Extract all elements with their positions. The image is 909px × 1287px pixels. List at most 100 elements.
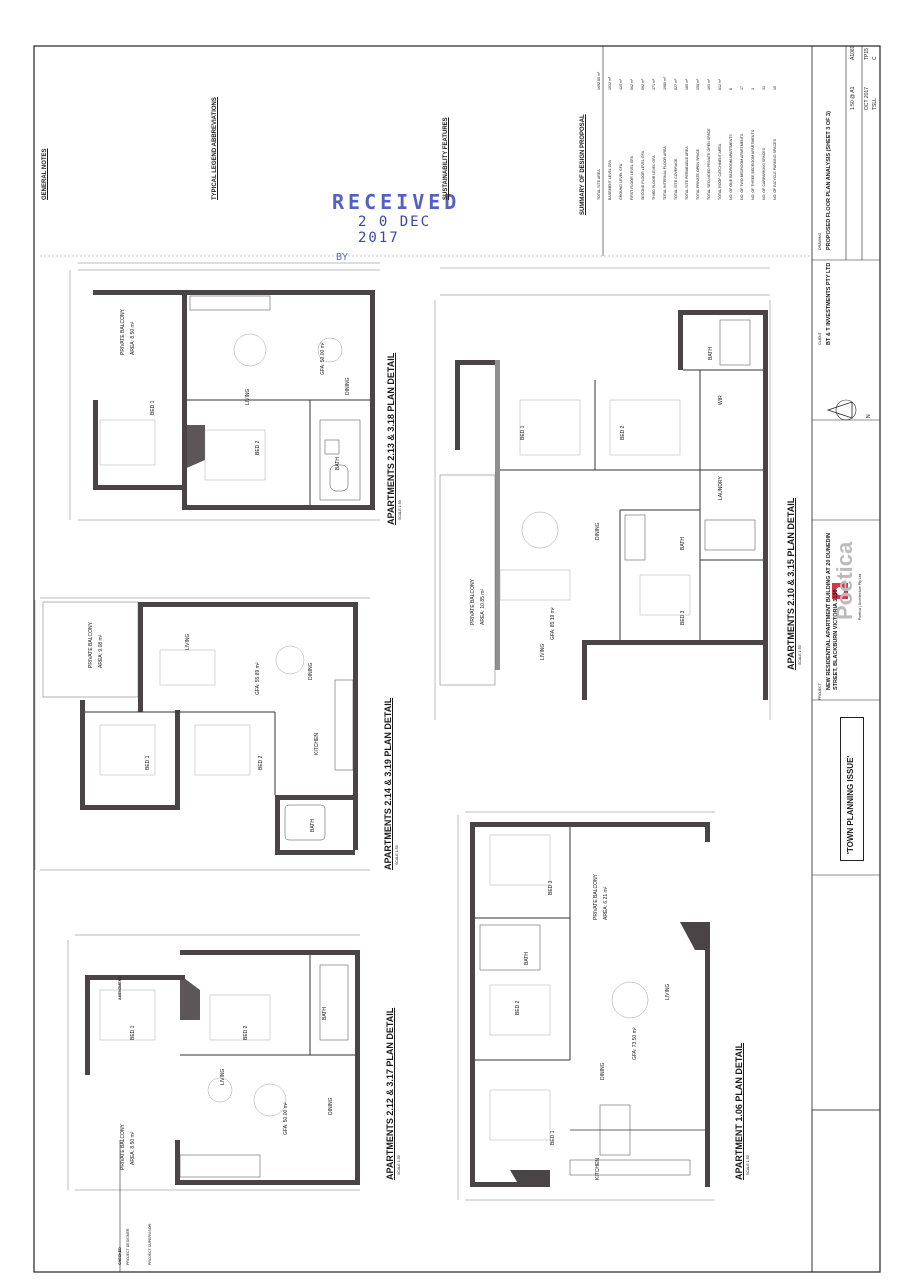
summary-value: 425 m² [619,78,623,90]
p5-bath: BATH [524,952,530,965]
p1-bed2: BED 2 [255,440,261,455]
stamp-date: 2 0 DEC 2017 [358,214,432,246]
summary-value: 358 m² [696,78,700,90]
tb-scale: 1:50 @ A1 [850,86,856,110]
p1-living: LIVING [245,388,251,405]
p2-bed3: BED 3 [680,610,686,625]
p5-kitchen: KITCHEN [595,1158,601,1180]
p2-dining: DINING [595,522,601,541]
p5-dining: DINING [600,1062,606,1081]
p4-title: APARTMENTS 2.12 & 3.17 PLAN DETAIL [385,1007,395,1180]
p1-bath: BATH [335,457,341,470]
tb-north: N [866,414,872,418]
summary-value: 562 m² [630,78,634,90]
p2-laundry: LAUNDRY [718,476,724,500]
p5-bed1: BED 1 [550,1130,556,1145]
stamp-received: RECEIVED [332,190,461,214]
p2-bed2: BED 2 [620,425,626,440]
tb-firm-tag: Poetica | Architecture Pty Ltd [858,573,862,620]
tb-client: BT & T INVESTMENTS PTY LTD [826,262,832,345]
p3-balcony: PRIVATE BALCONY [88,622,94,668]
tb-sheet: TP15 [864,48,870,60]
tb-rev: C [872,56,878,60]
title-block [812,46,880,1111]
summary-row: TOTAL SITE AREA [597,169,601,200]
summary-value: 827 m² [674,78,678,90]
summary-value: 17 [740,86,744,90]
p1-title: APARTMENTS 2.13 & 3.18 PLAN DETAIL [386,352,396,525]
p5-title: APARTMENT 1.06 PLAN DETAIL [734,1042,744,1180]
tb-project-label: PROJECT [818,683,822,700]
p4-bed1: BED 1 [130,1025,136,1040]
p2-bath: BATH [680,537,686,550]
p3-bath: BATH [310,819,316,832]
p3-kitchen: KITCHEN [314,733,320,755]
summary-value: 3 [751,88,755,90]
p2-title: APARTMENTS 2.10 & 3.15 PLAN DETAIL [786,497,796,670]
stamp-by: BY [336,252,349,263]
summary-row: TOTAL PRIVATE OPEN SPACE [696,148,700,200]
p2-ens: BATH [708,347,714,360]
p5-balcony-area: AREA: 6.21 m² [603,886,609,920]
p1-scale: SCALE 1:50 [398,500,402,520]
tb-date: OCT 2017 [864,87,870,110]
summary-value: 812 m² [718,78,722,90]
summary-value: 1032 m² [608,76,612,90]
p5-gfa: GFA: 73.50 m² [632,1027,638,1060]
p3-bed1: BED 1 [145,755,151,770]
summary-row: BASEMENT LEVEL GFA [608,160,612,200]
tb-drawing-label: DRAWING [818,232,822,250]
town-planning-issue-box [840,717,864,861]
plan-apartments-2-10-3-15 [434,267,771,720]
legend-title: TYPICAL LEGEND ABBREVIATIONS [212,97,218,200]
p5-balcony: PRIVATE BALCONY [593,874,599,920]
summary-title: SUMMARY OF DESIGN PROPOSAL [580,114,586,215]
received-stamp: RECEIVED 2 0 DEC 2017 BY [330,190,461,263]
p1-bed1: BED 1 [150,400,156,415]
poetica-logo-mark [832,583,848,599]
p4-dining: DINING [328,1097,334,1116]
p2-bed1: BED 1 [520,425,526,440]
tb-job: A1069 [850,45,856,60]
summary-row: NO. OF CARPARKING SPACES [762,147,766,200]
p2-living: LIVING [540,643,546,660]
summary-row: NO. OF THREE BEDROOM APARTMENTS [751,129,755,200]
p5-bed2: BED 2 [515,1000,521,1015]
summary-row: TOTAL SECLUDED PRIVATE OPEN SPACE [707,128,711,200]
p1-balcony-area: AREA: 8.50 m² [130,321,136,355]
tb-checked: CHECKED [118,1247,122,1265]
p2-gfa: GFA: 85.19 m² [550,607,556,640]
p1-dining: DINING [345,377,351,396]
p1-gfa: GFA: 50.00 m² [320,342,326,375]
p1-balcony: PRIVATE BALCONY [120,309,126,355]
summary-value: 8 [729,88,733,90]
town-planning-issue: 'TOWN PLANNING ISSUE' [846,755,855,854]
summary-value: 31 [762,86,766,90]
p4-gfa: GFA: 50.00 m² [283,1102,289,1135]
tb-client-label: CLIENT [818,332,822,345]
p4-bed2: BED 2 [243,1025,249,1040]
sustainability-title: SUSTAINABILITY FEATURES [443,117,449,200]
summary-row: TOTAL INTERNAL FLOOR AREA [663,146,667,200]
tb-drawing: PROPOSED FLOOR PLAN ANALYSIS (SHEET 3 OF… [826,111,832,250]
summary-row: NO. OF ONE BEDROOM APARTMENTS [729,134,733,200]
p3-title: APARTMENTS 2.14 & 3.19 PLAN DETAIL [383,697,393,870]
summary-row: TOTAL ROOF CATCHMENT AREA [718,143,722,200]
p5-living: LIVING [665,983,671,1000]
summary-value: 163 m² [707,78,711,90]
tb-project-supervisor: PROJECT SUPERVISOR: [148,1222,152,1265]
p3-gfa: GFA: 55.89 m² [255,662,261,695]
p4-scale: SCALE 1:50 [397,1155,401,1175]
sheet-border [33,45,881,1273]
summary-value: 1980 m² [663,76,667,90]
summary-row: NO. OF TWO BEDROOM APARTMENTS [740,133,744,200]
plan-apartments-2-13-3-18 [69,262,380,521]
summary-row: THIRD FLOOR LEVEL GFA [652,155,656,200]
tb-amendment: AMENDMENT [118,976,122,1000]
tb-firm-logo: Poetica [832,541,857,620]
p4-balcony-area: AREA: 8.50 m² [130,1131,136,1165]
summary-row: TOTAL SITE PERMEABLE AREA [685,146,689,200]
p3-dining: DINING [308,662,314,681]
plan-apartment-1-06 [457,811,715,1201]
